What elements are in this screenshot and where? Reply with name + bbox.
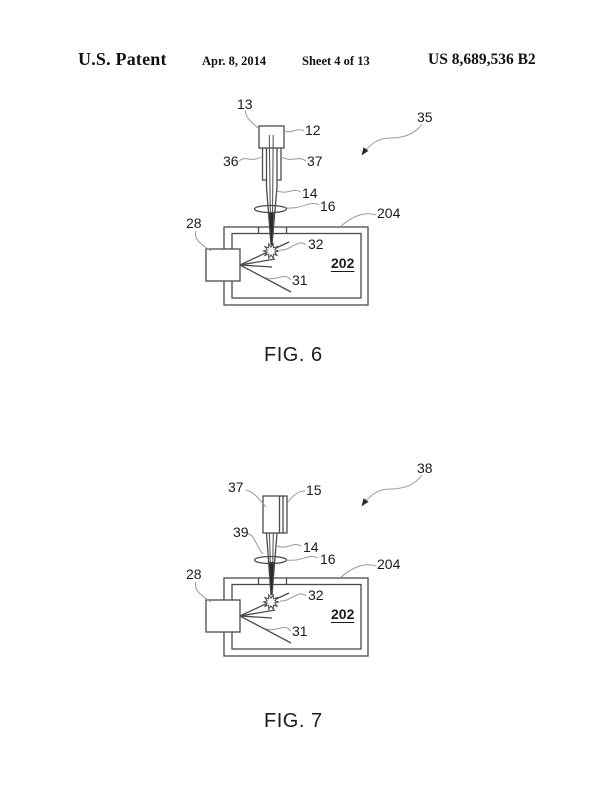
- fig7-ref-32: 32: [308, 587, 324, 603]
- fig7-ref-38: 38: [417, 460, 433, 476]
- fig6-ref-12: 12: [305, 122, 321, 138]
- fig6-ref-16: 16: [320, 198, 336, 214]
- fig7-ref-16: 16: [320, 551, 336, 567]
- fig6-ref-37: 37: [307, 153, 323, 169]
- fig7-ref-39: 39: [233, 524, 249, 540]
- fig6-ref-13: 13: [237, 96, 253, 112]
- fig6-ref-14: 14: [302, 185, 318, 201]
- patent-header-date: Apr. 8, 2014: [202, 54, 267, 68]
- fig6-ref-202: 202: [331, 255, 355, 271]
- fig6-overview-arrow: [361, 123, 423, 156]
- fig7-ref-37: 37: [228, 479, 244, 495]
- fig7-nozzle: [245, 489, 319, 597]
- fig7-ref-28: 28: [186, 566, 202, 582]
- fig6-ref-28: 28: [186, 215, 202, 231]
- fig6-ref-31: 31: [292, 272, 308, 288]
- fig7-overview-arrow: [361, 474, 423, 507]
- fig6-ref-32: 32: [308, 236, 324, 252]
- fig6-ref-36: 36: [223, 153, 239, 169]
- fig7-ref-14: 14: [303, 539, 319, 555]
- fig6-nozzle: [238, 109, 320, 247]
- fig7-ref-15: 15: [306, 482, 322, 498]
- patent-header-sheet-number: Sheet 4 of 13: [302, 54, 370, 68]
- patent-header-patent-number: US 8,689,536 B2: [428, 51, 536, 68]
- fig6-ref-204: 204: [377, 205, 401, 221]
- fig7-ref-202: 202: [331, 606, 355, 622]
- fig7-caption: FIG. 7: [264, 710, 323, 732]
- fig7-ref-31: 31: [292, 623, 308, 639]
- patent-header-title: U.S. Patent: [78, 49, 167, 69]
- fig6-caption: FIG. 6: [264, 344, 323, 366]
- fig6-ref-35: 35: [417, 109, 433, 125]
- fig7-ref-204: 204: [377, 556, 401, 572]
